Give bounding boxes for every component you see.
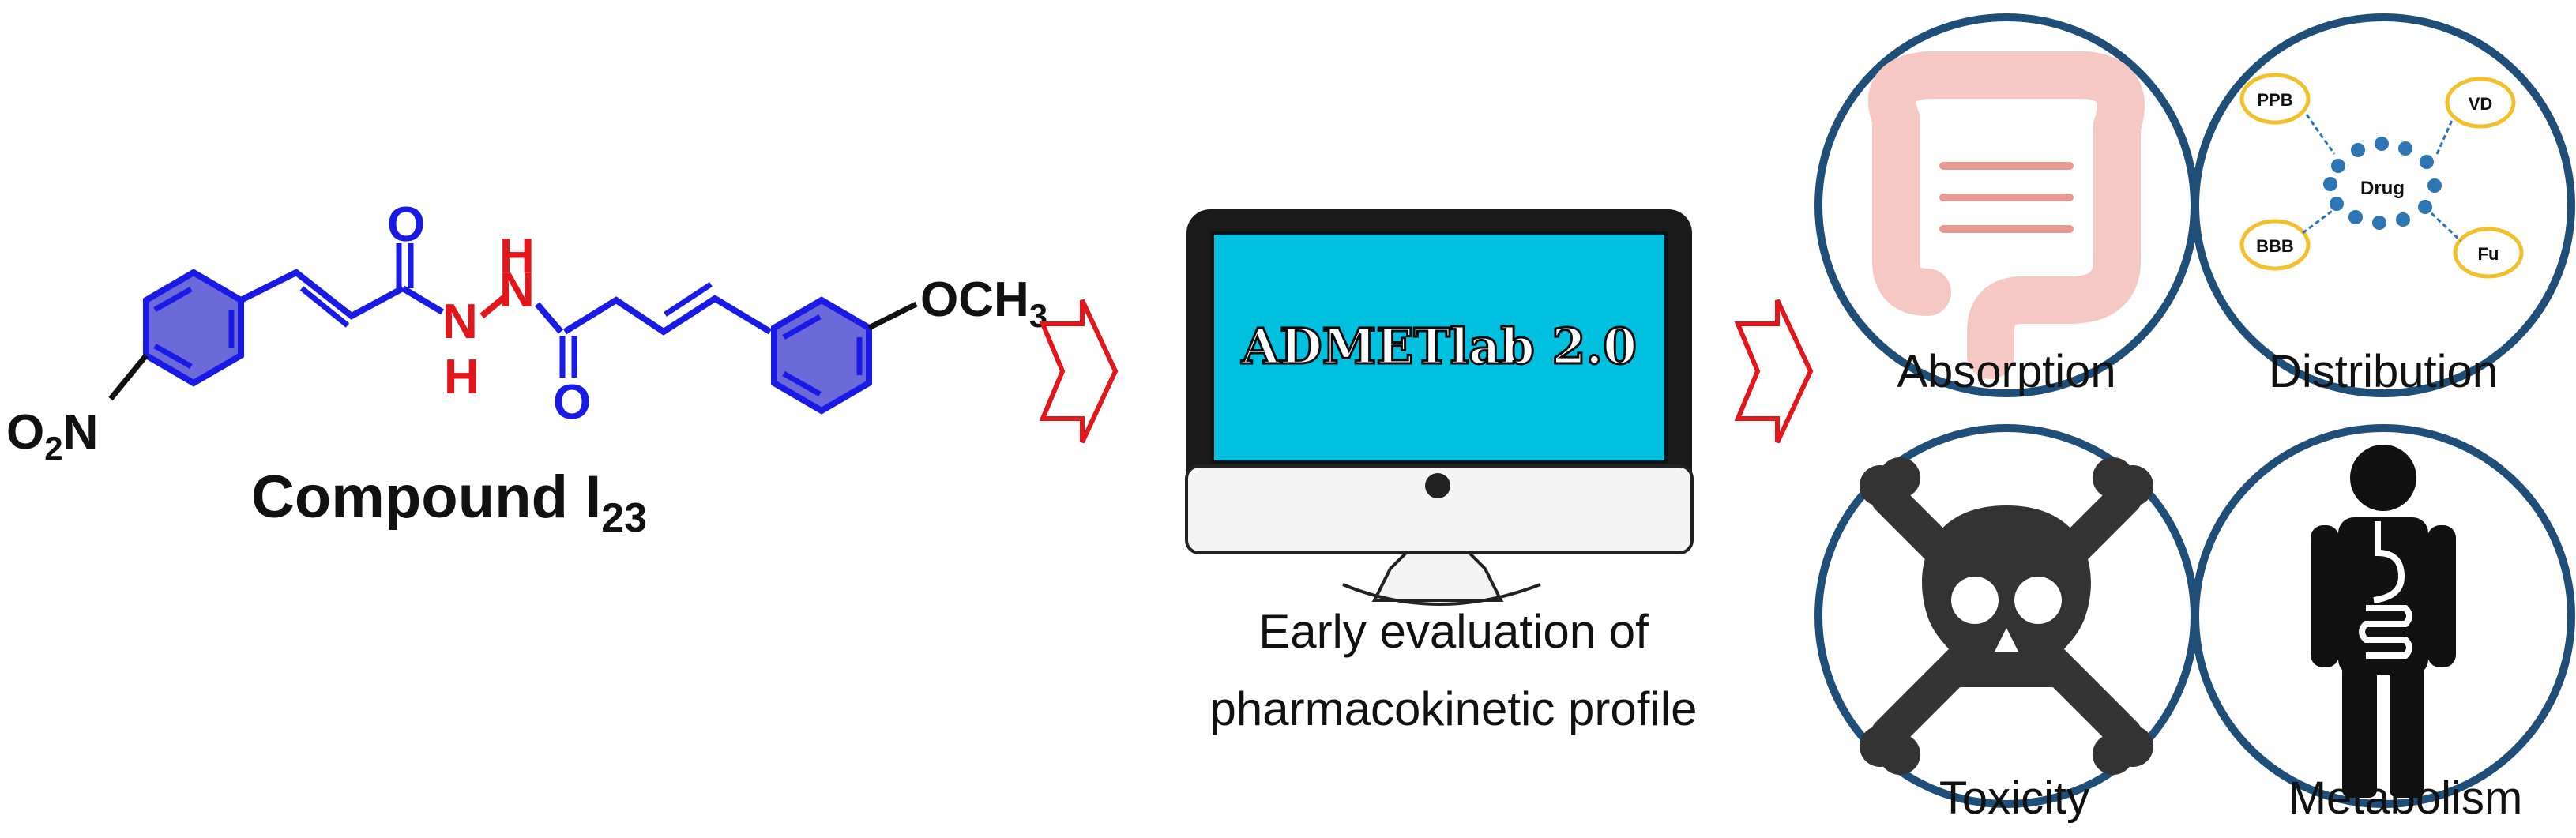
toxicity-label: Toxicity <box>1939 772 2089 824</box>
metabolism-label: Metabolism <box>2288 772 2523 824</box>
fu-node-label: Fu <box>2478 244 2499 264</box>
bbb-node-label: BBB <box>2256 236 2294 256</box>
hydrazide-h2: H <box>499 229 535 284</box>
distribution-label: Distribution <box>2269 346 2498 397</box>
distribution-circle <box>2191 13 2575 397</box>
drug-node-label: Drug <box>2360 178 2405 199</box>
intestine-icon <box>1868 51 2145 379</box>
caption-line-1: Early evaluation of <box>1258 605 1649 658</box>
power-button <box>1425 473 1450 498</box>
methoxy-label: OCH3 <box>920 272 1047 334</box>
methoxyphenyl-ring <box>771 296 872 415</box>
vd-node-label: VD <box>2469 94 2493 114</box>
hydrazide-n1: N <box>442 295 478 349</box>
absorption-label: Absorption <box>1897 346 2115 397</box>
arrow-right-2 <box>1734 299 1814 444</box>
monitor-icon <box>1185 209 1694 606</box>
left-chain <box>239 269 404 320</box>
screen-title: ADMETlab 2.0 <box>1241 318 1637 375</box>
nitro-group-label: O2N <box>6 405 98 467</box>
arrow-right-1 <box>1039 299 1119 444</box>
ppb-node-label: PPB <box>2257 90 2292 110</box>
hydrazide-n2: N <box>499 263 535 318</box>
hydrazide-h1: H <box>444 350 479 404</box>
skull-crossbones-icon <box>1860 457 2153 775</box>
right-chain <box>562 295 773 336</box>
compound-name: Compound I23 <box>251 464 647 541</box>
carbonyl-oxygen-2: O <box>553 375 591 430</box>
compound-structure: O2N O O N H N H OCH3 <box>6 197 1047 467</box>
nitrophenyl-ring <box>143 269 244 387</box>
digestive-tract-icon <box>2359 521 2412 659</box>
caption-line-2: pharmacokinetic profile <box>1210 682 1698 735</box>
carbonyl-oxygen-1: O <box>387 197 425 252</box>
distribution-diagram <box>2239 73 2524 279</box>
